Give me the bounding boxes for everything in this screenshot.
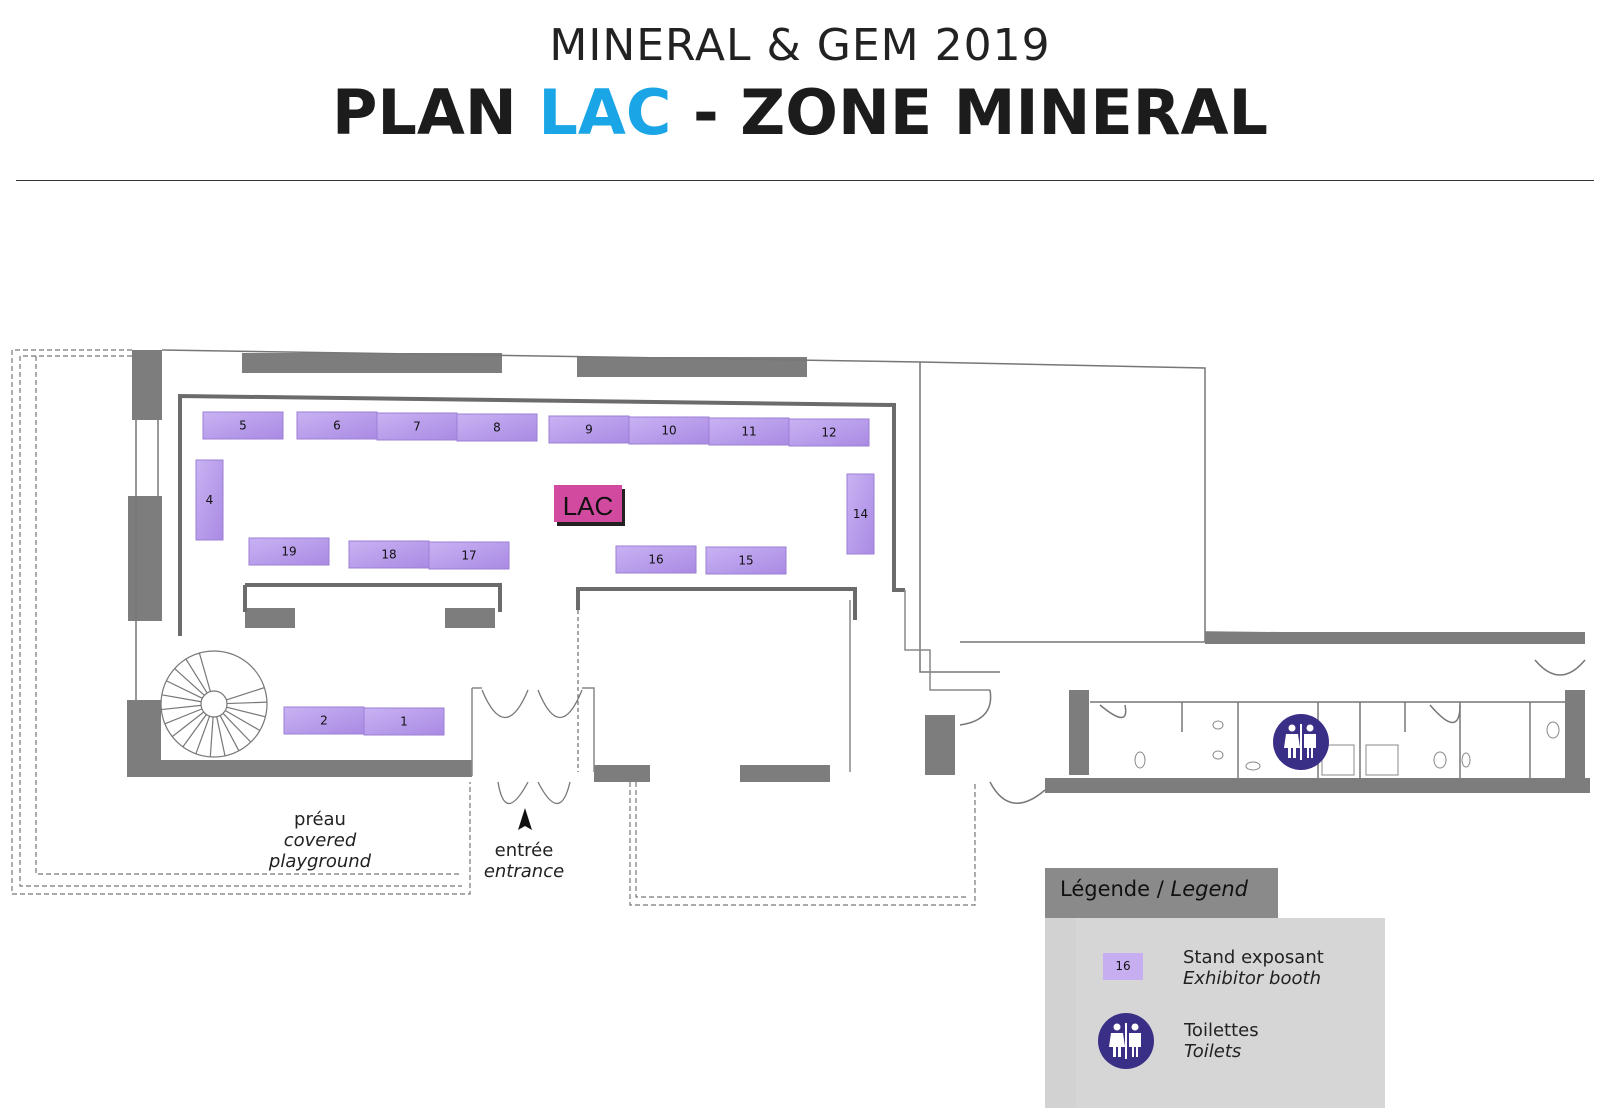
booth-15: 15: [705, 546, 787, 575]
booth-7-label: 7: [413, 420, 421, 434]
entrance-label-en: entrance: [483, 861, 565, 882]
booth-19: 19: [248, 537, 330, 566]
booth-18: 18: [348, 540, 430, 569]
booth-2: 2: [283, 706, 365, 735]
preau-label-en: covered playground: [268, 830, 372, 872]
title-accent: LAC: [538, 76, 672, 149]
booth-1: 1: [363, 707, 445, 736]
entrance-doors: [481, 689, 583, 804]
spiral-staircase: [160, 650, 268, 758]
booth-12-box: [788, 418, 870, 447]
lower-terrace-outline: [629, 782, 976, 906]
booth-1-label: 1: [400, 715, 408, 729]
booth-12: 12: [788, 418, 870, 447]
booth-4-label: 4: [206, 493, 214, 507]
title-post: - ZONE MINERAL: [671, 76, 1269, 149]
toilet-block: [1045, 632, 1590, 793]
booth-10-label: 10: [661, 424, 676, 438]
booth-1-box: [363, 707, 445, 736]
booth-8: 8: [456, 413, 538, 442]
booth-10: 10: [628, 416, 710, 445]
lac-box: [554, 485, 622, 522]
booth-11-box: [708, 417, 790, 446]
booth-11-label: 11: [741, 425, 756, 439]
booth-16: 16: [615, 545, 697, 574]
booth-10-box: [628, 416, 710, 445]
booth-7: 7: [376, 412, 458, 441]
toilets-icon: [1098, 1013, 1154, 1069]
booth-4: 4: [195, 459, 224, 541]
page-title: PLAN LAC - ZONE MINERAL: [0, 76, 1600, 149]
title-pre: PLAN: [331, 76, 539, 149]
booth-2-box: [283, 706, 365, 735]
booth-19-box: [248, 537, 330, 566]
legend-title-en: Legend: [1170, 877, 1249, 901]
booth-16-label: 16: [648, 553, 663, 567]
booth-18-box: [348, 540, 430, 569]
legend-title: Légende / Legend: [1060, 877, 1248, 901]
legend-booth-en: Exhibitor booth: [1183, 968, 1321, 989]
booth-5-box: [202, 411, 284, 440]
fixtures: [1134, 720, 1560, 776]
inner-walls: [178, 393, 905, 636]
legend-booth-swatch: 16: [1103, 953, 1143, 980]
inner-thin-walls: [471, 590, 990, 776]
legend-title-fr: Légende /: [1060, 877, 1171, 901]
booth-14-label: 14: [853, 507, 868, 521]
booth-16-box: [615, 545, 697, 574]
booth-14-box: [846, 473, 875, 555]
booth-9-label: 9: [585, 423, 593, 437]
toilets-icon: [1273, 714, 1329, 770]
booth-6-box: [296, 411, 378, 440]
booth-2-label: 2: [320, 714, 328, 728]
booth-9: 9: [548, 415, 630, 444]
booth-17-label: 17: [461, 549, 476, 563]
legend-toilet-en: Toilets: [1184, 1041, 1242, 1062]
hall-walls: [127, 350, 1089, 782]
header-divider: [16, 180, 1594, 181]
legend-booth-fr: Stand exposant: [1183, 947, 1324, 968]
entrance-arrow-icon: [518, 808, 532, 830]
legend-toilet-fr: Toilettes: [1184, 1020, 1259, 1041]
booth-8-label: 8: [493, 421, 501, 435]
booth-6: 6: [296, 411, 378, 440]
booth-15-box: [705, 546, 787, 575]
booth-5-label: 5: [239, 419, 247, 433]
booth-8-box: [456, 413, 538, 442]
lac-label: LAC: [563, 491, 614, 521]
entrance-label-fr: entrée: [494, 840, 554, 861]
legend-panel-inner: [1076, 918, 1385, 1108]
subtitle: MINERAL & GEM 2019: [549, 20, 1051, 71]
booth-11: 11: [708, 417, 790, 446]
booth-12-label: 12: [821, 426, 836, 440]
booth-18-label: 18: [381, 548, 396, 562]
preau-label-fr: préau: [294, 809, 346, 830]
booth-15-label: 15: [738, 554, 753, 568]
booth-4-box: [195, 459, 224, 541]
booth-5: 5: [202, 411, 284, 440]
booth-6-label: 6: [333, 419, 341, 433]
booth-14: 14: [846, 473, 875, 555]
booth-19-label: 19: [281, 545, 296, 559]
booth-17: 17: [428, 541, 510, 570]
preau-outline: [11, 349, 471, 895]
toilet-block-lines: [959, 659, 1586, 804]
lac-marker: LAC: [554, 485, 625, 526]
